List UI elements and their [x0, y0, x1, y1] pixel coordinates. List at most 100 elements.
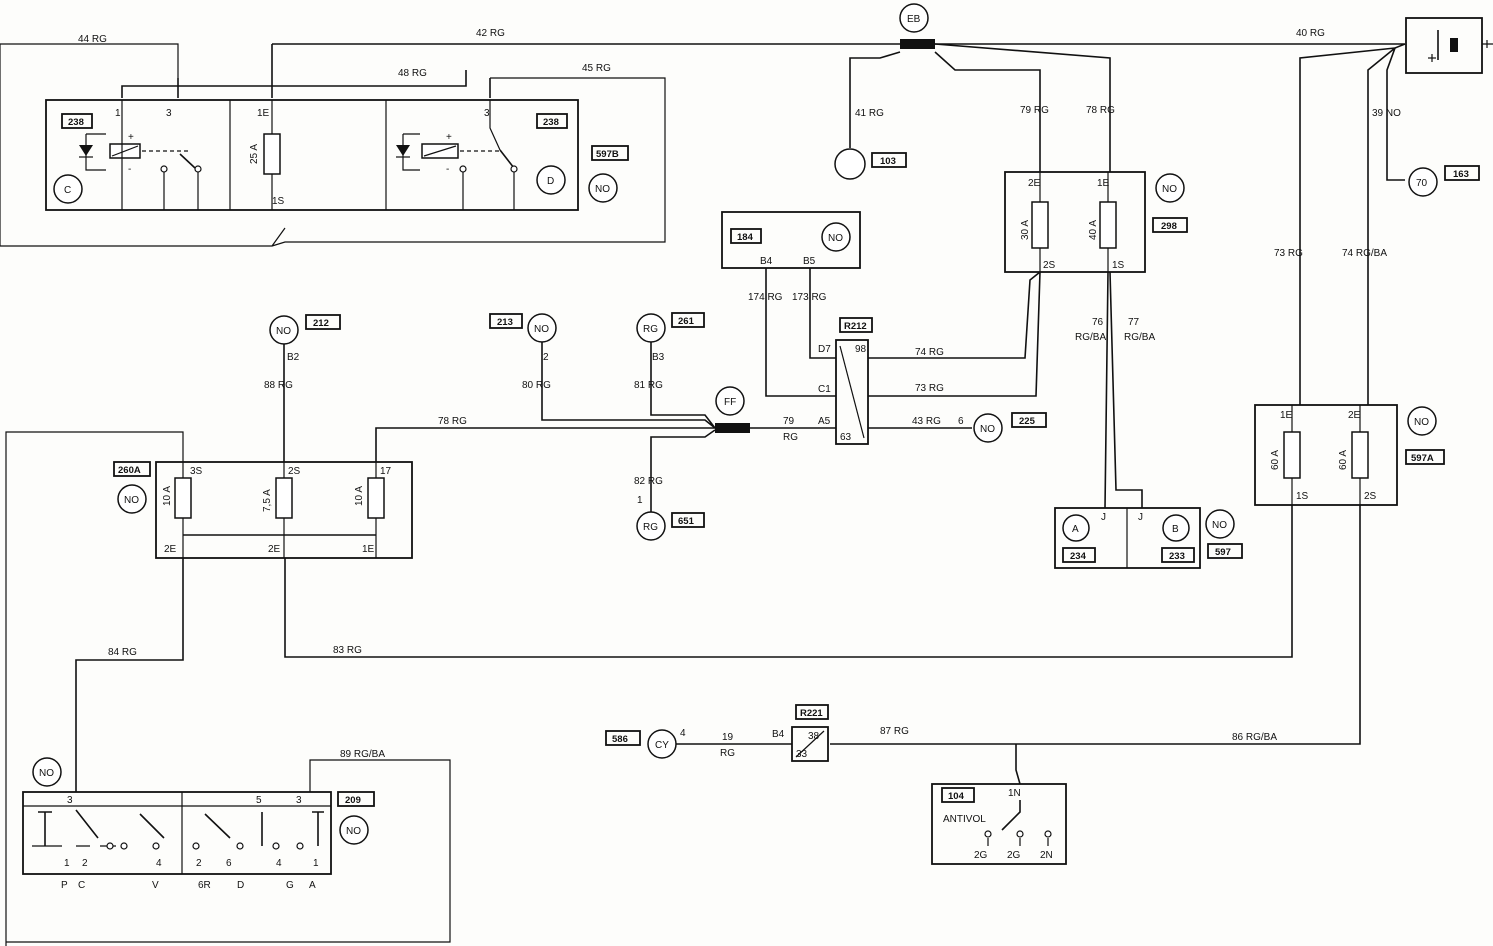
pin-3c: 3	[296, 795, 302, 806]
connector-NO-184	[821, 222, 851, 252]
relay-R221: 586 CY 4 19 RG B4 38 33 R221 87 RG 86 RG…	[605, 704, 1277, 785]
svg-text:-: -	[446, 164, 449, 175]
tag-225: 225	[1019, 416, 1036, 427]
fuse-30a	[1031, 201, 1049, 249]
conn-label-NO: NO	[980, 424, 995, 435]
conn-label-FF: FF	[724, 397, 736, 408]
pin-C1: C1	[818, 384, 831, 395]
conn-label-RG: RG	[643, 324, 658, 335]
wire-74: 74 RG/BA	[1342, 248, 1387, 259]
wire-78: 78 RG	[1086, 105, 1115, 116]
conn-label-NO: NO	[1414, 417, 1429, 428]
pin-3b: 3	[484, 108, 490, 119]
connector-103	[834, 148, 866, 180]
conn-label-NO: NO	[828, 233, 843, 244]
fuse-label-7-5a: 7,5 A	[262, 489, 273, 512]
pin-1E: 1E	[362, 544, 375, 555]
wire-77: 77	[1128, 317, 1140, 328]
wire-174: 174 RG	[748, 292, 783, 303]
conn-label-D: D	[547, 176, 554, 187]
fuse-box-298: 2E 1E 30 A 40 A 2S 1S NO 298	[1004, 171, 1188, 273]
pin-D: D	[237, 880, 244, 891]
connector-D	[536, 165, 566, 195]
pin-6b: 6	[226, 858, 232, 869]
wire-87: 87 RG	[880, 726, 909, 737]
conn-label-NO: NO	[124, 495, 139, 506]
connector-70	[1408, 167, 1438, 197]
pin-3: 3	[67, 795, 73, 806]
pin-2E: 2E	[1028, 178, 1041, 189]
tag-R221: R221	[800, 708, 823, 719]
pin-B2: B2	[287, 352, 300, 363]
svg-text:-: -	[128, 164, 131, 175]
wire-79: 79 RG	[1020, 105, 1049, 116]
pin-1S: 1S	[1112, 260, 1125, 271]
conn-label-NO: NO	[534, 324, 549, 335]
pin-1E: 1E	[257, 108, 270, 119]
pin-3: 3	[166, 108, 172, 119]
wire-40: 40 RG	[1296, 28, 1325, 39]
conn-label-NO: NO	[1162, 184, 1177, 195]
connector-NO-209a	[32, 757, 62, 787]
pin-B4-R221: B4	[772, 729, 785, 740]
fuse-7-5a	[275, 477, 293, 519]
connector-FF	[715, 386, 745, 416]
svg-text:+: +	[446, 132, 452, 143]
pin-98: 98	[855, 344, 867, 355]
pin-63: 63	[840, 432, 852, 443]
conn-label-CY: CY	[655, 740, 669, 751]
pin-B3: B3	[652, 352, 665, 363]
wire-173: 173 RG	[792, 292, 827, 303]
pin-D7: D7	[818, 344, 831, 355]
pin-1S: 1S	[272, 196, 285, 207]
wire-88: 88 RG	[264, 380, 293, 391]
fuse-label-30a: 30 A	[1020, 220, 1031, 240]
wire-80: 80 RG	[522, 380, 551, 391]
tag-238b: 238	[543, 117, 559, 128]
battery-icon	[1428, 30, 1493, 62]
pin-5: 5	[256, 795, 262, 806]
pin-2E: 2E	[1348, 410, 1361, 421]
pin-2G-a: 2G	[974, 850, 988, 861]
conn-label-RG: RG	[643, 522, 658, 533]
fuse-40a	[1099, 201, 1117, 249]
connector-NO-298	[1155, 173, 1185, 203]
splice-EB	[900, 39, 935, 49]
wire-44: 44 RG	[78, 34, 107, 45]
tag-104: 104	[948, 791, 965, 802]
wire-43: 43 RG	[912, 416, 941, 427]
fuse-10a-2	[367, 477, 385, 519]
connector-C	[53, 174, 83, 204]
pin-4c: 4	[276, 858, 282, 869]
pin-V: V	[152, 880, 159, 891]
pin-6R: 6R	[198, 880, 211, 891]
pin-4b: 4	[156, 858, 162, 869]
conn-label-B: B	[1172, 524, 1179, 535]
wire-73b: 73 RG	[915, 383, 944, 394]
wire-79a: 79	[783, 416, 795, 427]
svg-text:+: +	[128, 132, 134, 143]
conn-label-NO: NO	[39, 768, 54, 779]
connector-B	[1162, 514, 1190, 542]
wire-41: 41 RG	[855, 108, 884, 119]
pin-A: A	[309, 880, 316, 891]
fuse-25a	[263, 133, 281, 175]
antivol-104: 104 1N ANTIVOL 2G 2G 2N	[931, 783, 1067, 865]
wire-76-color: RG/BA	[1075, 332, 1106, 343]
antivol-label: ANTIVOL	[943, 814, 986, 825]
conn-label-70: 70	[1416, 178, 1428, 189]
module-184: 184 NO B4 B5 174 RG 173 RG	[721, 211, 861, 397]
pin-17: 17	[380, 466, 392, 477]
connector-NO-597B	[588, 173, 618, 203]
wire-42: 42 RG	[476, 28, 505, 39]
pin-1b: 1	[64, 858, 70, 869]
connector-EB	[899, 3, 929, 33]
wire-39: 39 NO	[1372, 108, 1401, 119]
conn-label-A: A	[1072, 524, 1079, 535]
tag-597A: 597A	[1411, 453, 1434, 464]
pin-Jb: J	[1138, 512, 1143, 523]
pin-2E-b: 2E	[268, 544, 281, 555]
module-597: 76 RG/BA 77 RG/BA J J A B 234 233 NO 597	[1054, 271, 1243, 569]
